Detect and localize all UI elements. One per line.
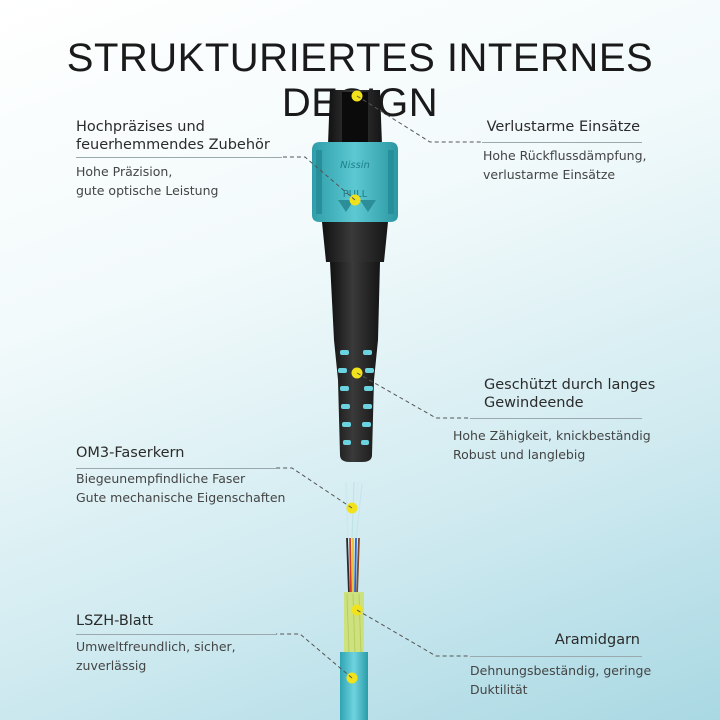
rule-inserts [482, 142, 642, 143]
callout-inserts-line-1: Hohe Rückflussdämpfung, [483, 148, 647, 163]
callout-core: OM3-Faserkern Biegeunempfindliche Faser … [76, 444, 316, 507]
callout-thread-heading-1: Geschützt durch langes [484, 377, 656, 393]
callout-inserts-body: Hohe Rückflussdämpfung, verlustarme Eins… [483, 146, 663, 184]
connector-housing: Nissin PULL [312, 142, 398, 222]
callout-inserts-line-2: verlustarme Einsätze [483, 167, 616, 182]
rule-thread [470, 418, 642, 419]
lszh-sheath [340, 652, 368, 720]
rule-aramid [470, 656, 642, 657]
callout-inserts-heading: Verlustarme Einsätze [486, 119, 640, 135]
callout-thread-line-2: Robust und langlebig [453, 447, 586, 462]
callout-aramid-body: Dehnungsbeständig, geringe Duktilität [470, 661, 670, 699]
callout-accessory: Hochpräzises und feuerhemmendes Zubehör … [76, 118, 326, 200]
callout-sheath-line-2: zuverlässig [76, 658, 147, 673]
rule-accessory [76, 157, 282, 158]
callout-core-line-2: Gute mechanische Eigenschaften [76, 490, 286, 505]
leader-lines [276, 95, 482, 679]
callout-thread-heading-2: Gewindeende [484, 395, 584, 411]
callout-thread-line-1: Hohe Zähigkeit, knickbeständig [453, 428, 651, 443]
callout-core-heading: OM3-Faserkern [76, 445, 185, 461]
callout-aramid-line-2: Duktilität [470, 682, 528, 697]
callout-inserts: Verlustarme Einsätze [452, 118, 640, 136]
bare-fibers [345, 481, 363, 541]
callout-aramid-heading: Aramidgarn [554, 632, 640, 648]
callout-accessory-heading: Hochpräzises und feuerhemmendes Zubehör [76, 119, 270, 153]
callout-accessory-line-2: gute optische Leistung [76, 183, 219, 198]
colored-fibers [346, 537, 360, 595]
callout-sheath-heading: LSZH-Blatt [76, 613, 154, 629]
callout-core-line-1: Biegeunempfindliche Faser [76, 471, 246, 486]
callout-aramid: Aramidgarn [452, 631, 640, 649]
rule-core [76, 468, 276, 469]
callout-sheath-line-1: Umweltfreundlich, sicher, [76, 639, 236, 654]
rule-sheath [76, 634, 276, 635]
connector-boot [322, 222, 388, 462]
callout-aramid-line-1: Dehnungsbeständig, geringe [470, 663, 652, 678]
callout-thread: Geschützt durch langes Gewindeende [484, 376, 684, 412]
connector-brand: Nissin [340, 160, 370, 171]
connector-pull-label: PULL [343, 189, 368, 200]
callout-sheath: LSZH-Blatt Umweltfreundlich, sicher, zuv… [76, 612, 296, 675]
callout-thread-body: Hohe Zähigkeit, knickbeständig Robust un… [453, 426, 663, 464]
callout-accessory-line-1: Hohe Präzision, [76, 164, 173, 179]
